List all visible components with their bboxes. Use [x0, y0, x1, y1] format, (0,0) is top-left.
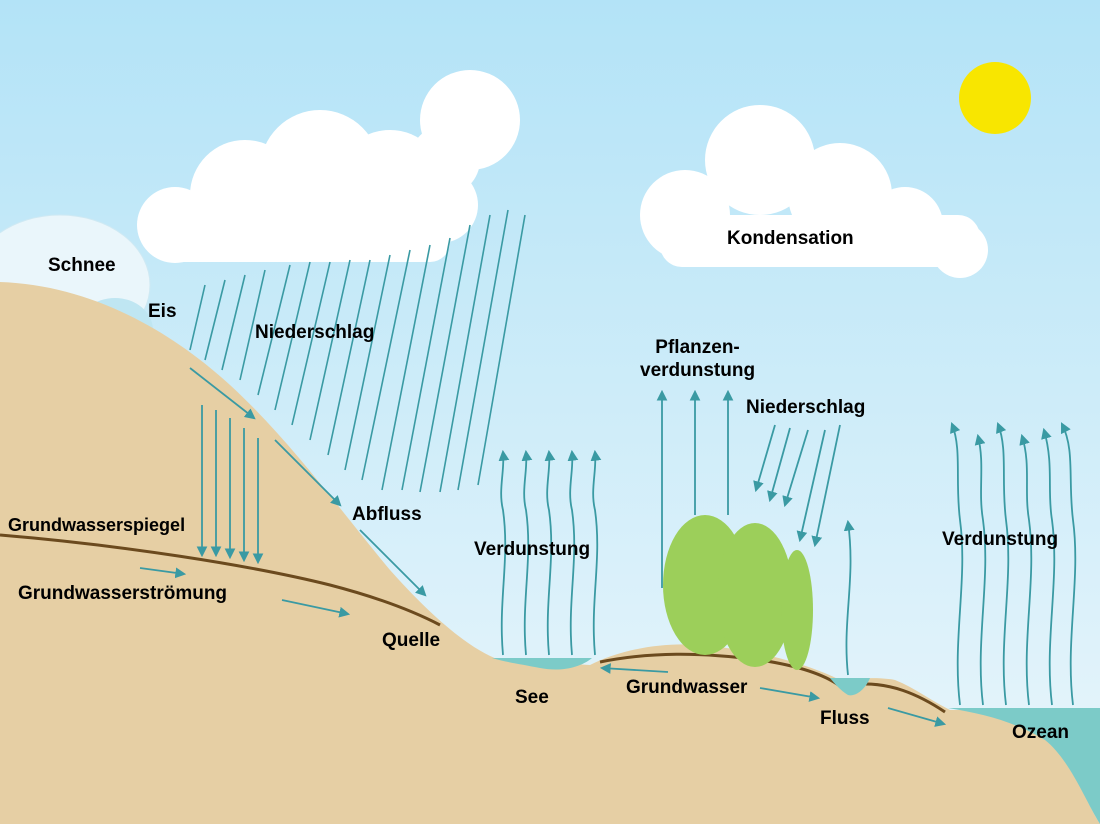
groundwater-flow-arrow	[281, 599, 351, 618]
evaporation-arrow	[521, 449, 533, 656]
label-ozean: Ozean	[1012, 722, 1070, 743]
groundwater-flow-arrow	[599, 663, 669, 674]
label-eis: Eis	[148, 301, 177, 322]
rain-lines-left	[189, 209, 526, 493]
evaporation-arrow	[950, 421, 964, 706]
label-pflanzenverdunstung: Pflanzen- verdunstung	[640, 337, 756, 381]
groundwater-table-line	[0, 533, 441, 627]
label-grundwasserspiegel: Grundwasserspiegel	[8, 515, 186, 535]
label-grundwasser: Grundwasser	[626, 677, 748, 698]
cloud-left	[137, 70, 520, 263]
evaporation-arrow	[996, 421, 1010, 706]
evaporation-arrow	[590, 449, 602, 656]
sun-icon	[959, 62, 1031, 134]
evaporation-arrow	[974, 433, 987, 706]
groundwater-flow-arrow	[759, 687, 821, 702]
groundwater-flow-arrow	[139, 567, 187, 579]
ocean	[948, 708, 1100, 824]
label-verdunstung-ocean: Verdunstung	[942, 529, 1059, 550]
label-abfluss: Abfluss	[352, 504, 422, 525]
evaporation-arrow	[1019, 433, 1033, 706]
precipitation-arrow	[796, 429, 826, 543]
evaporation-arrow	[567, 449, 579, 656]
precipitation-arrow	[811, 424, 841, 548]
precipitation-arrow	[767, 427, 791, 503]
river	[830, 678, 870, 696]
label-niederschlag-left: Niederschlag	[255, 322, 375, 343]
precipitation-arrow	[753, 424, 776, 493]
label-schnee: Schnee	[48, 255, 116, 276]
evaporation-arrow	[498, 449, 510, 656]
evaporation-arrow	[1061, 422, 1077, 706]
lake	[492, 658, 592, 670]
label-niederschlag-right: Niederschlag	[746, 397, 866, 418]
label-verdunstung-lake: Verdunstung	[474, 539, 591, 560]
runoff-arrow	[274, 439, 342, 507]
cloud-right	[640, 105, 988, 278]
evaporation-arrow	[544, 449, 556, 656]
label-quelle: Quelle	[382, 630, 441, 651]
runoff-arrow	[189, 367, 256, 420]
evaporation-arrow	[1041, 427, 1056, 706]
evaporation-arrow	[843, 519, 855, 676]
label-kondensation: Kondensation	[727, 228, 854, 249]
label-fluss: Fluss	[820, 708, 870, 729]
label-grundwasserstroemung: Grundwasserströmung	[18, 583, 228, 604]
precipitation-arrow	[782, 429, 809, 508]
trees	[663, 515, 813, 670]
runoff-arrow	[359, 529, 427, 597]
label-see: See	[515, 687, 549, 708]
ground	[0, 282, 1100, 824]
groundwater-flow-arrow	[887, 707, 947, 727]
